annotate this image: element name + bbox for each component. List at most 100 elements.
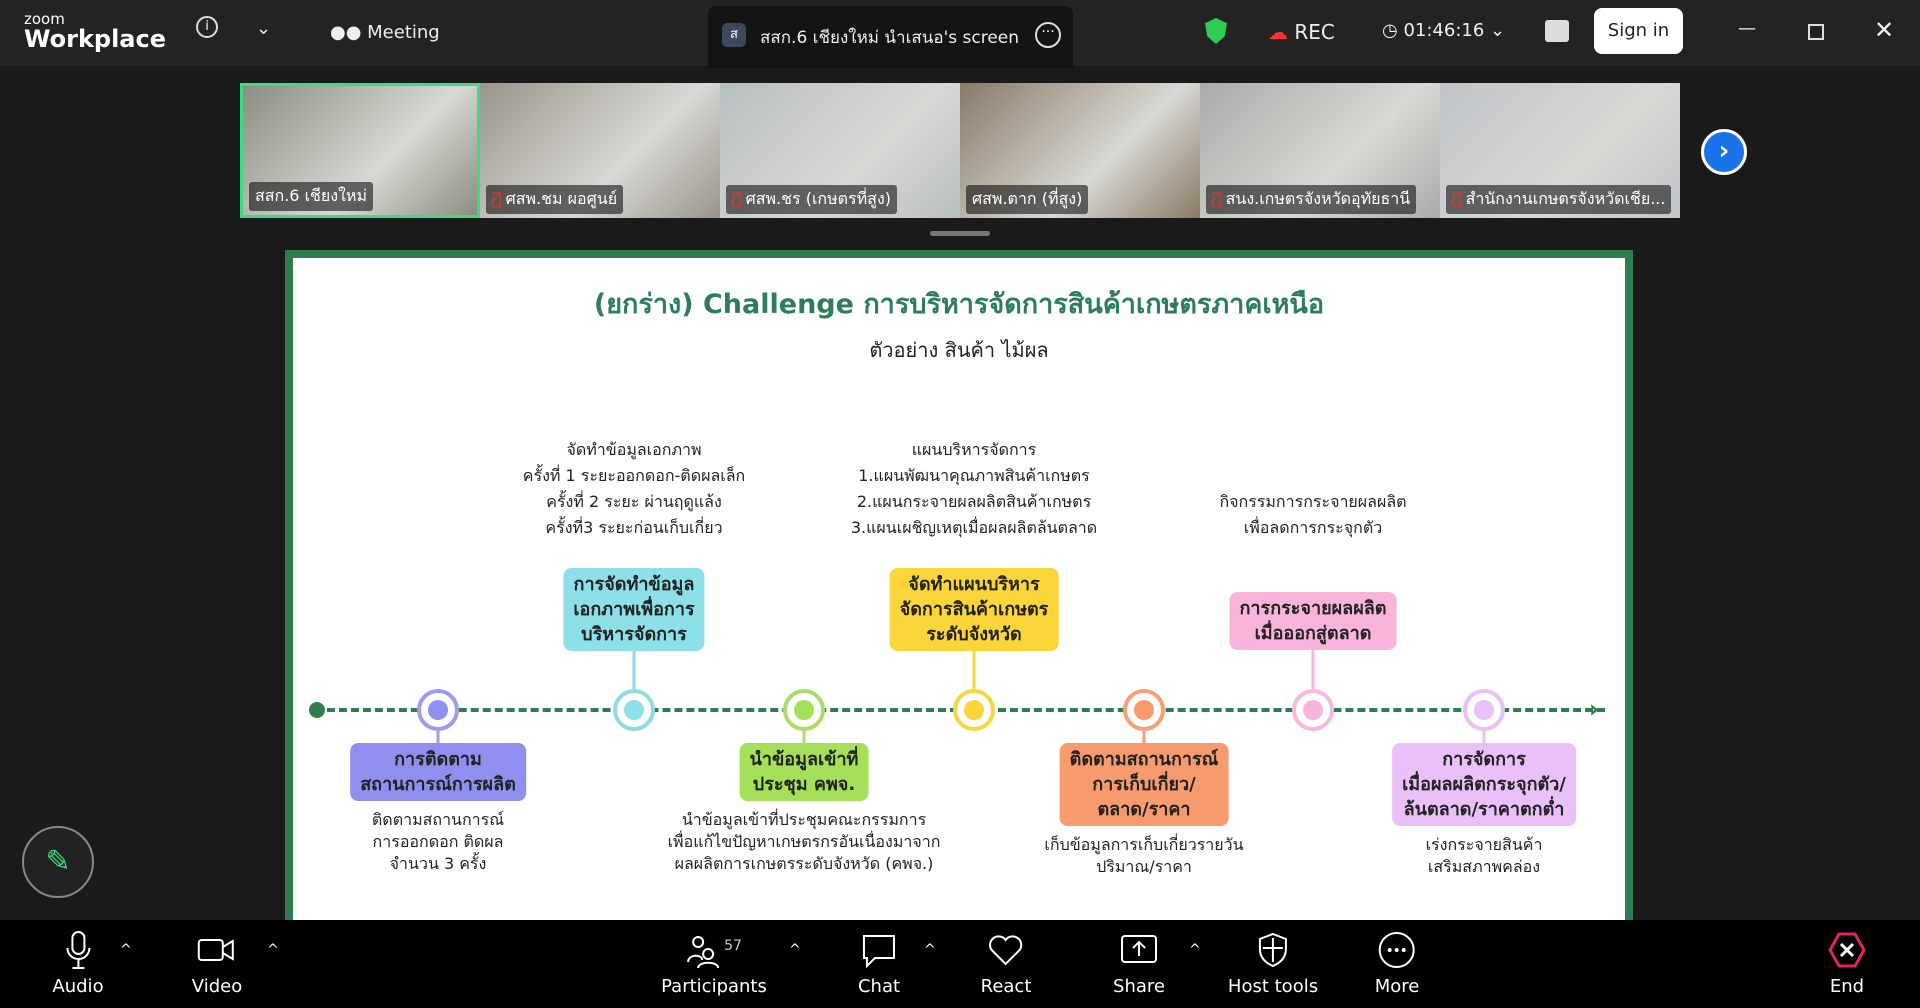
sign-in-button[interactable]: Sign in (1594, 8, 1683, 54)
timeline-node (417, 689, 459, 731)
description-line: กิจกรรมการกระจายผลผลิต (1219, 492, 1407, 511)
participant-count: 57 (724, 938, 742, 954)
info-icon[interactable]: i (196, 16, 218, 38)
end-x-icon (1828, 932, 1866, 968)
chat-button[interactable]: Chat (858, 930, 900, 997)
stage-box-line: จัดการสินค้าเกษตร (899, 599, 1049, 620)
heart-icon (989, 935, 1023, 966)
node-dot (964, 700, 984, 720)
description-line: จัดทำข้อมูลเอกภาพ (566, 440, 702, 459)
description-line: 3.แผนเผชิญเหตุเมื่อผลผลิตล้นตลาด (850, 518, 1098, 537)
participant-tile[interactable]: 🎙̸สนง.เกษตรจังหวัดอุทัยธานี (1200, 83, 1440, 218)
stage-box: การติดตามสถานการณ์การผลิต (350, 743, 526, 801)
connector-line (1482, 731, 1486, 743)
chat-options-caret[interactable]: ^ (924, 942, 936, 958)
stage-box-line: เมื่อผลผลิตกระจุกตัว/ (1402, 774, 1566, 795)
stage-box-line: การติดตาม (394, 749, 482, 770)
participants-icon: 57 (686, 936, 742, 969)
meeting-button[interactable]: ●● Meeting (330, 22, 440, 43)
audio-button[interactable]: Audio (52, 930, 104, 997)
more-dots-icon (1379, 932, 1415, 968)
encryption-shield-icon[interactable] (1205, 18, 1227, 44)
participant-name: 🎙̸สนง.เกษตรจังหวัดอุทัยธานี (1206, 185, 1417, 214)
meeting-timer[interactable]: ◷ 01:46:16 ⌄ (1382, 20, 1506, 41)
description-line: ครั้งที่ 2 ระยะ ผ่านฤดูแล้ง (546, 492, 722, 511)
video-camera-icon (198, 939, 234, 961)
stage-box-line: สถานการณ์การผลิต (360, 774, 516, 795)
participant-tile[interactable]: 🎙̸ศสพ.ชร (เกษตรที่สูง) (720, 83, 960, 218)
more-options-icon[interactable]: ··· (1035, 22, 1061, 48)
share-screen-icon (1120, 935, 1157, 963)
next-page-button[interactable]: › (1701, 129, 1747, 175)
muted-mic-icon: 🎙̸ (732, 189, 742, 208)
chat-bubble-icon (862, 935, 895, 969)
stage-box: การกระจายผลผลิตเมื่อออกสู่ตลาด (1229, 592, 1397, 650)
description-line: ครั้งที่ 1 ระยะออกดอก-ติดผลเล็ก (522, 466, 746, 485)
description-line: ผลผลิตการเกษตรระดับจังหวัด (คพจ.) (674, 854, 934, 873)
strip-resize-handle[interactable] (930, 231, 990, 236)
timeline-node (953, 689, 995, 731)
participant-tile[interactable]: ศสพ.ตาก (ที่สูง) (960, 83, 1200, 218)
stage-box: ติดตามสถานการณ์การเก็บเกี่ยว/ตลาด/ราคา (1059, 743, 1229, 826)
stage-description: ติดตามสถานการณ์การออกดอก ติดผลจำนวน 3 คร… (372, 809, 504, 875)
stage-box-line: การกระจายผลผลิต (1239, 598, 1387, 619)
react-button[interactable]: React (981, 930, 1031, 997)
node-dot (794, 700, 814, 720)
description-line: แผนบริหารจัดการ (911, 440, 1037, 459)
node-dot (1474, 700, 1494, 720)
timeline-start-dot (309, 702, 325, 718)
timeline-node (613, 689, 655, 731)
timeline-node (1292, 689, 1334, 731)
stage-box: การจัดทำข้อมูลเอกภาพเพื่อการบริหารจัดการ (563, 568, 705, 651)
description-line: นำข้อมูลเข้าที่ประชุมคณะกรรมการ (681, 810, 927, 829)
node-dot (428, 700, 448, 720)
connector-line (1142, 731, 1146, 743)
recording-indicator[interactable]: ☁ REC (1268, 20, 1335, 44)
host-tools-button[interactable]: Host tools (1228, 930, 1318, 997)
timeline-arrow-icon: › (1589, 695, 1599, 723)
participants-options-caret[interactable]: ^ (789, 942, 801, 958)
description-line: 2.แผนกระจายผลผลิตสินค้าเกษตร (856, 492, 1092, 511)
connector-line (802, 731, 806, 743)
node-dot (1134, 700, 1154, 720)
stage-box: จัดทำแผนบริหารจัดการสินค้าเกษตรระดับจังห… (889, 568, 1059, 651)
chevron-down-icon[interactable]: ⌄ (256, 18, 272, 39)
stage-box: นำข้อมูลเข้าที่ประชุม คพจ. (739, 743, 869, 801)
stage-box-line: ตลาด/ราคา (1097, 799, 1191, 820)
end-meeting-button[interactable]: End (1827, 930, 1867, 997)
description-line: ครั้งที่3 ระยะก่อนเก็บเกี่ยว (545, 518, 723, 537)
node-dot (624, 700, 644, 720)
stage-box-line: เมื่อออกสู่ตลาด (1254, 623, 1372, 644)
presenter-badge: ส (722, 23, 746, 47)
video-options-caret[interactable]: ^ (267, 942, 279, 958)
close-button[interactable]: ✕ (1874, 16, 1895, 44)
slide-title: (ยกร่าง) Challenge การบริหารจัดการสินค้า… (593, 289, 1325, 320)
shield-icon (1258, 932, 1287, 968)
participant-tile[interactable]: สสก.6 เชียงใหม่ (240, 83, 480, 218)
screen-share-tab[interactable]: ส สสก.6 เชียงใหม่ นำเสนอ's screen ··· (708, 6, 1073, 68)
share-button[interactable]: Share (1113, 930, 1165, 997)
connector-line (436, 731, 440, 743)
people-icon: ●● (330, 22, 368, 43)
participant-tile[interactable]: 🎙̸ศสพ.ชม ผอศูนย์ (480, 83, 720, 218)
gallery-view-icon[interactable] (1545, 20, 1569, 42)
participant-name: 🎙̸ศสพ.ชม ผอศูนย์ (486, 185, 624, 214)
video-button[interactable]: Video (192, 930, 242, 997)
minimize-button[interactable]: — (1738, 18, 1756, 39)
participant-tile[interactable]: 🎙̸สำนักงานเกษตรจังหวัดเชีย... (1440, 83, 1680, 218)
stage-box-line: นำข้อมูลเข้าที่ (749, 749, 859, 770)
audio-options-caret[interactable]: ^ (120, 942, 132, 958)
more-button[interactable]: More (1375, 930, 1419, 997)
shared-slide: (ยกร่าง) Challenge การบริหารจัดการสินค้า… (285, 250, 1633, 920)
annotate-pen-button[interactable]: ✎ (22, 826, 94, 898)
restore-button[interactable] (1808, 24, 1824, 40)
description-line: เพื่อแก้ไขปัญหาเกษตรกรอันเนื่องมาจาก (667, 832, 941, 851)
timeline-node (783, 689, 825, 731)
timeline-node (1463, 689, 1505, 731)
description-line: ปริมาณ/ราคา (1096, 857, 1192, 876)
share-options-caret[interactable]: ^ (1189, 942, 1201, 958)
